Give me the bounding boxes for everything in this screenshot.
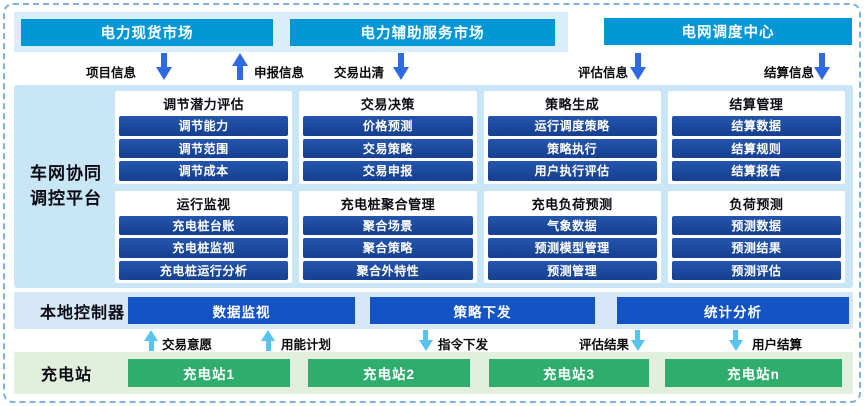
group-item: 结算规则 [671, 138, 841, 158]
group-item: 结算报告 [671, 161, 841, 181]
market-band: 电力现货市场 电力辅助服务市场 [14, 12, 568, 52]
flow-label-evaluation-result: 评估结果 [579, 338, 630, 352]
group-item: 价格预测 [303, 116, 473, 136]
group-item: 聚合场景 [303, 215, 473, 235]
group-item: 交易申报 [303, 161, 473, 181]
market-ancillary: 电力辅助服务市场 [290, 19, 555, 46]
arrow-down-icon [156, 53, 172, 80]
group-item: 调节成本 [119, 161, 289, 181]
group-item: 充电桩监视 [119, 238, 289, 258]
group-item: 预测模型管理 [487, 238, 657, 258]
group-item: 调节能力 [119, 116, 289, 136]
charging-station-1: 充电站1 [128, 359, 290, 387]
group-trade-decision: 交易决策 价格预测 交易策略 交易申报 [299, 91, 477, 184]
flow-label-user-settlement: 用户结算 [752, 338, 803, 352]
group-item: 充电桩台账 [119, 215, 289, 235]
module-strategy-dispatch: 策略下发 [370, 297, 595, 324]
flow-label-evaluation-info: 评估信息 [578, 66, 629, 80]
group-operation-monitoring: 运行监视 充电桩台账 充电桩监视 充电桩运行分析 [115, 190, 293, 283]
group-pile-aggregation: 充电桩聚合管理 聚合场景 聚合策略 聚合外特性 [299, 190, 477, 283]
arrow-down-icon [393, 53, 409, 80]
charging-station-n: 充电站n [665, 359, 842, 387]
flow-label-settlement-info: 结算信息 [764, 66, 815, 80]
module-statistics-analysis: 统计分析 [617, 297, 849, 324]
local-controller-label: 本地控制器 [40, 304, 126, 322]
group-item: 预测管理 [487, 260, 657, 280]
group-title: 调节潜力评估 [163, 97, 245, 112]
group-load-forecast: 负荷预测 预测数据 预测结果 预测评估 [667, 190, 845, 283]
group-item: 预测评估 [671, 260, 841, 280]
local-controller-band: 本地控制器 数据监视 策略下发 统计分析 [14, 292, 853, 329]
arrow-down-icon [631, 330, 645, 351]
group-item: 结算数据 [671, 116, 841, 136]
group-item: 调节范围 [119, 138, 289, 158]
group-title: 交易决策 [360, 97, 415, 112]
arrow-up-icon [232, 53, 248, 80]
charging-station-2: 充电站2 [308, 359, 470, 387]
group-adjust-potential: 调节潜力评估 调节能力 调节范围 调节成本 [115, 91, 293, 184]
group-item: 预测结果 [671, 238, 841, 258]
group-title: 结算管理 [729, 97, 784, 112]
arrow-down-icon [814, 53, 830, 80]
platform-module-grid: 调节潜力评估 调节能力 调节范围 调节成本 交易决策 价格预测 交易策略 交易申… [115, 91, 845, 283]
group-item: 预测数据 [671, 215, 841, 235]
group-charging-load-forecast: 充电负荷预测 气象数据 预测模型管理 预测管理 [483, 190, 661, 283]
arrow-down-icon [419, 330, 433, 351]
charging-station-3: 充电站3 [489, 359, 649, 387]
charging-station-band: 充电站 充电站1 充电站2 充电站3 充电站n [14, 352, 853, 394]
arrow-up-icon [144, 330, 158, 351]
group-title: 策略生成 [545, 97, 600, 112]
group-title: 运行监视 [176, 196, 231, 212]
group-title: 负荷预测 [729, 196, 784, 212]
group-item: 运行调度策略 [487, 116, 657, 136]
group-item: 气象数据 [487, 215, 657, 235]
group-title: 充电负荷预测 [531, 196, 613, 212]
group-item: 聚合策略 [303, 238, 473, 258]
market-spot: 电力现货市场 [21, 19, 273, 46]
module-data-monitoring: 数据监视 [128, 297, 355, 324]
platform-title-line2: 调控平台 [30, 188, 102, 208]
group-item: 聚合外特性 [303, 260, 473, 280]
arrow-down-icon [630, 53, 646, 80]
flow-label-trade-clearing: 交易出清 [334, 66, 385, 80]
flow-label-declaration-info: 申报信息 [254, 66, 305, 80]
flow-label-command-dispatch: 指令下发 [438, 338, 489, 352]
group-strategy-generation: 策略生成 运行调度策略 策略执行 用户执行评估 [483, 91, 661, 184]
group-item: 充电桩运行分析 [119, 260, 289, 280]
flow-label-project-info: 项目信息 [86, 66, 137, 80]
group-settlement-management: 结算管理 结算数据 结算规则 结算报告 [667, 91, 845, 184]
group-item: 交易策略 [303, 138, 473, 158]
charging-station-label: 充电站 [41, 367, 93, 384]
platform-title-line1: 车网协同 [30, 163, 102, 183]
flow-label-energy-plan: 用能计划 [281, 338, 332, 352]
grid-dispatch-center: 电网调度中心 [604, 18, 852, 45]
group-item: 用户执行评估 [487, 161, 657, 181]
arrow-up-icon [261, 330, 275, 351]
platform-title: 车网协同 调控平台 [14, 85, 118, 288]
arrow-down-icon [729, 330, 743, 351]
group-title: 充电桩聚合管理 [340, 196, 436, 212]
group-item: 策略执行 [487, 138, 657, 158]
flow-label-trade-intention: 交易意愿 [162, 338, 213, 352]
platform-band: 车网协同 调控平台 调节潜力评估 调节能力 调节范围 调节成本 交易决策 价格预… [14, 85, 853, 288]
